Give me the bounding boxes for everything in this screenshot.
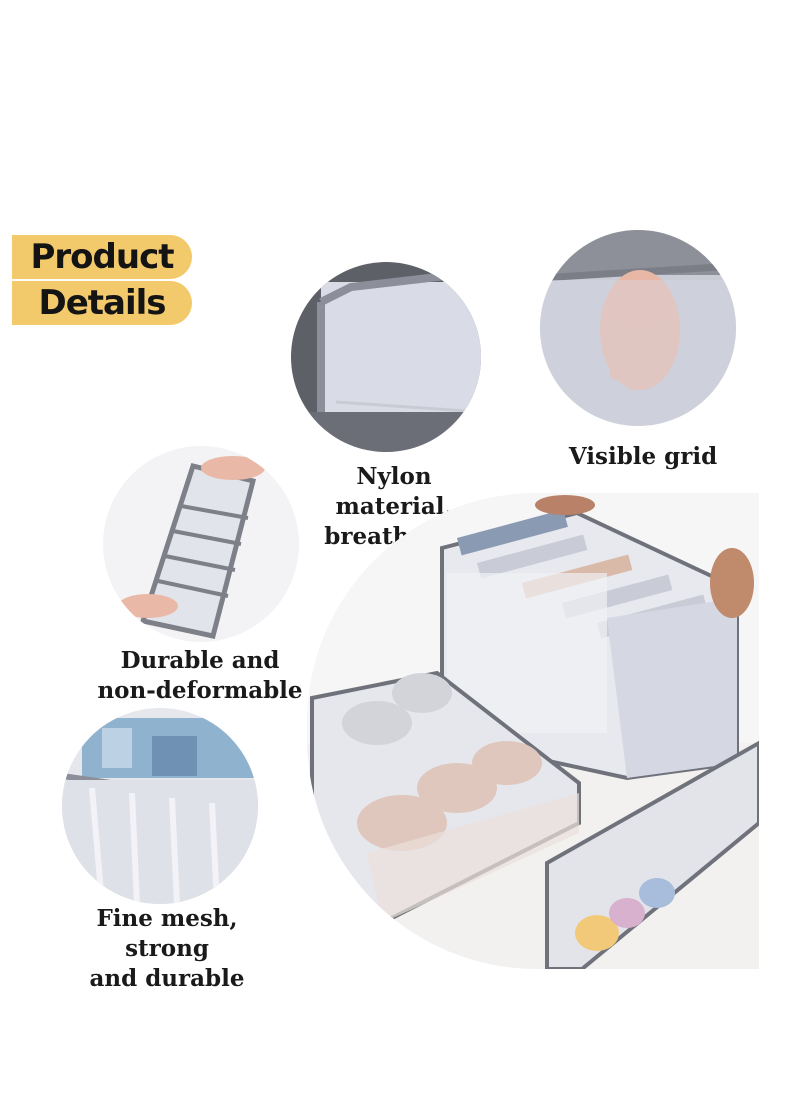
visible-grid-photo xyxy=(540,230,736,426)
product-badge-line2: Details xyxy=(12,281,192,325)
caption-visible-grid: Visible grid xyxy=(560,442,726,472)
product-badge-line1: Product xyxy=(12,235,192,279)
caption-durable-line2: non-deformable xyxy=(97,677,303,704)
badge-text-product: Product xyxy=(30,237,175,277)
durable-organizer-photo xyxy=(103,446,299,642)
organizers-scene-photo xyxy=(307,493,759,969)
fine-mesh-photo xyxy=(62,708,258,904)
caption-fine-mesh: Fine mesh, strong and durable xyxy=(52,904,282,994)
nylon-material-photo xyxy=(291,262,481,452)
caption-nylon-line1: Nylon material, xyxy=(335,463,453,520)
caption-fine-mesh-line2: and durable xyxy=(89,965,245,992)
caption-durable: Durable and non-deformable xyxy=(90,646,310,706)
badge-text-details: Details xyxy=(38,283,166,323)
caption-durable-line1: Durable and xyxy=(120,647,280,674)
caption-fine-mesh-line1: Fine mesh, strong xyxy=(96,905,238,962)
caption-visible-grid-line1: Visible grid xyxy=(568,443,718,470)
